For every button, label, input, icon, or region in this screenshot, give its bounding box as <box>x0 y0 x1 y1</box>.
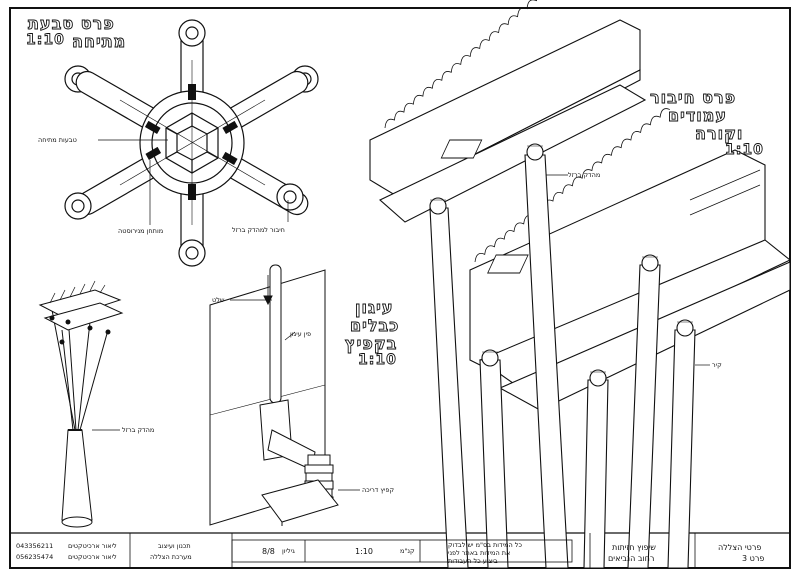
title-block-grid <box>129 533 696 568</box>
notes-line-3: ביצוע כל העבודות <box>448 557 498 565</box>
base-plate <box>261 479 339 523</box>
joint-title-line3: וקורה <box>695 124 744 144</box>
roof-grid-upper <box>38 289 122 319</box>
label-steel-clamp-top: מהדק ברזל <box>568 171 601 179</box>
columns <box>429 154 696 569</box>
scale-label: קנ"מ <box>400 547 415 555</box>
designer-line-1: תכנון ועיצוב <box>158 542 191 550</box>
scale-value: 1:10 <box>355 547 373 556</box>
anchor-title-scale: 1:10 <box>358 352 397 369</box>
cable-tube <box>269 264 282 404</box>
label-steel-clamp-joint: חיבור למהדק ברזל <box>232 226 285 234</box>
label-anchor-pin: פין עיגון <box>290 330 312 338</box>
label-spring-cap: קפיץ דריכה <box>362 486 395 494</box>
sheet-label: גיליון <box>282 547 295 555</box>
label-tensioner: מותחן מנירוסטה <box>118 227 164 235</box>
joint-title-line1: פרט חיבור <box>650 88 737 108</box>
anchor-title-line3: בקפיץ <box>345 334 398 354</box>
joint-title-line2: עמודים <box>668 106 727 126</box>
label-tension-rings: טבעות מתיחה <box>38 136 77 144</box>
column-clamps <box>429 143 694 387</box>
designer-line-2: מערכת הצללה <box>150 553 192 561</box>
drawing-line-1: פרטי הצללה <box>718 543 762 552</box>
phone-1: 043356211 <box>16 542 54 550</box>
tension-ring-title-line2: מתיחה <box>72 32 127 52</box>
joint-title-scale: 1:10 <box>725 142 764 159</box>
tension-ring-detail <box>64 19 319 267</box>
project-line-2: רחוב הנביאים <box>608 554 655 563</box>
mast-overview <box>38 280 124 528</box>
phone-2: 056235474 <box>16 553 54 561</box>
tension-ring-scale: 1:10 <box>26 32 65 49</box>
drawing-line-2: פרט 3 <box>742 554 765 563</box>
label-sign: שלט <box>212 296 225 304</box>
notes-line-1: כל המידות בס"מ יש לבדוק <box>448 541 522 549</box>
anchor-title-line1: עיגון <box>355 298 394 318</box>
column-beam-detail <box>369 0 792 569</box>
office-line-2: ליאור ארכיטקטים <box>68 553 117 561</box>
column-4 <box>583 379 609 569</box>
beam-upper-corrugation <box>384 0 556 129</box>
office-line-1: ליאור ארכיטקטים <box>68 542 117 550</box>
spring-anchor-detail <box>209 264 360 526</box>
project-line-1: שיפוץ חזיתות <box>612 543 656 552</box>
anchor-title-line2: כבלים <box>350 316 400 336</box>
tension-ring-title-line1: פרט טבעת <box>28 14 115 34</box>
label-wall: קיר <box>712 361 722 369</box>
label-steel-clamp-left: מהדק ברזל <box>122 426 155 434</box>
sheet-number: 8/8 <box>262 547 275 556</box>
notes-line-2: את המידות באתר לפני <box>448 549 511 557</box>
